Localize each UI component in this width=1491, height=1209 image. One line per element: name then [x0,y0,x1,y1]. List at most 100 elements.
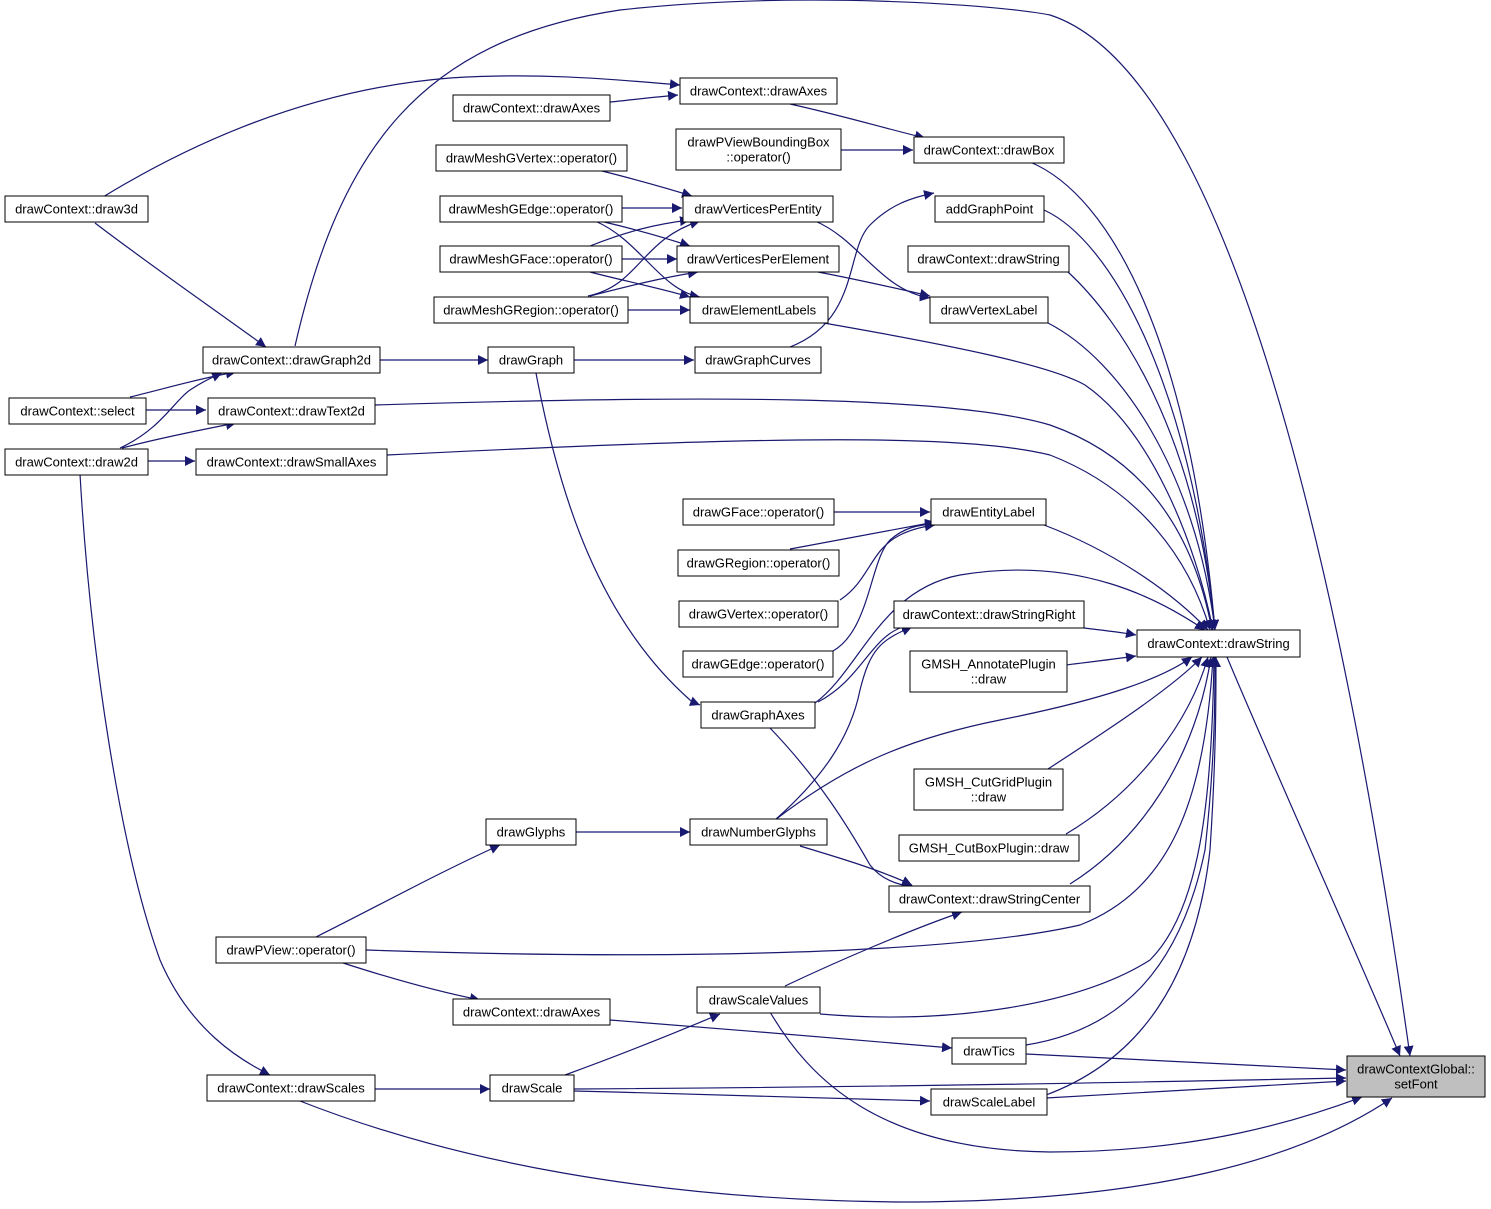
node-box[interactable]: drawContext::drawBox [913,136,1065,164]
edge-draw2d-to-drawscales [79,473,271,1076]
node-label: drawNumberGlyphs [701,825,816,840]
node-d3d[interactable]: drawContext::draw3d [4,195,149,223]
edge-drawscales-to-setfont [299,1097,1393,1203]
node-ds[interactable]: drawContext::drawString [1136,629,1301,658]
edge-cutbox-to-drawstring [1065,656,1211,835]
node-box [4,448,149,476]
node-label: addGraphPoint [946,202,1034,217]
node-label: drawContext::draw2d [15,455,138,470]
node-label: drawContext::drawGraph2d [212,353,371,368]
node-scale[interactable]: drawScale [489,1074,575,1102]
node-ann[interactable]: GMSH_AnnotatePlugin::draw [909,650,1068,693]
node-mgf[interactable]: drawMeshGFace::operator() [439,245,623,273]
node-label: drawScaleLabel [943,1095,1036,1110]
node-dsc[interactable]: drawContext::drawStringCenter [888,885,1091,913]
node-root[interactable]: drawContextGlobal::setFont [1346,1055,1486,1098]
node-cbp[interactable]: GMSH_CutBoxPlugin::draw [898,834,1080,862]
node-scales[interactable]: drawContext::drawScales [206,1074,376,1102]
node-axes1[interactable]: drawContext::drawAxes [452,94,611,122]
edge-dgv-to-entl [839,521,936,601]
node-label: drawContext::drawString [1147,636,1289,651]
node-vl[interactable]: drawVertexLabel [929,296,1049,324]
node-cgp[interactable]: GMSH_CutGridPlugin::draw [913,768,1064,811]
node-entl[interactable]: drawEntityLabel [930,498,1047,526]
edge-annotate-to-drawstring [1065,652,1137,666]
node-box [439,195,623,223]
node-gax[interactable]: drawGraphAxes [700,701,816,729]
node-label: drawContext::drawAxes [690,84,828,99]
edge-numberglyphs-to-stringcenter [799,845,913,886]
node-dgv[interactable]: drawGVertex::operator() [678,600,839,628]
node-dsr[interactable]: drawContext::drawStringRight [893,600,1085,629]
node-label: GMSH_AnnotatePlugin [921,657,1055,672]
node-mge[interactable]: drawMeshGEdge::operator() [439,195,623,223]
node-sel[interactable]: drawContext::select [8,397,147,425]
node-vpe[interactable]: drawVerticesPerEntity [682,195,834,223]
edge-tics-to-drawstring [1025,656,1220,1046]
node-label: drawGraph [499,353,563,368]
edge-axes1-to-axes3 [609,90,679,103]
node-glyphs[interactable]: drawGlyphs [485,818,577,846]
edge-entitylabel-to-drawstring [1043,524,1209,631]
node-box [893,600,1085,629]
node-box [1346,1055,1486,1098]
edge-drawstring2-to-drawstring [1067,271,1219,631]
node-box [675,128,842,171]
node-tics[interactable]: drawTics [951,1037,1027,1065]
node-dgrg[interactable]: drawGRegion::operator() [677,549,840,577]
node-box [689,296,829,324]
node-box [682,195,834,223]
node-d2d[interactable]: drawContext::draw2d [4,448,149,476]
node-label: drawGraphAxes [711,708,805,723]
node-dsa[interactable]: drawContext::drawSmallAxes [195,448,388,476]
node-box [452,998,611,1026]
edge-drawgraph-to-graphaxes [535,372,701,706]
node-dgf[interactable]: drawGFace::operator() [682,498,835,526]
edge-scalevalues-to-stringcenter [784,910,963,987]
node-mgv[interactable]: drawMeshGVertex::operator() [435,144,628,172]
edge-drawscalevalues-to-setfont [769,1011,1363,1153]
node-box [888,885,1091,913]
node-box [433,296,629,324]
node-dstr2[interactable]: drawContext::drawString [907,245,1070,273]
edge-vpe-to-vertexlabel [814,220,931,302]
node-dg2d[interactable]: drawContext::drawGraph2d [202,346,381,374]
node-sv[interactable]: drawScaleValues [696,986,821,1014]
node-label: drawScale [502,1081,563,1096]
node-label: drawGEdge::operator() [692,657,825,672]
node-vpel[interactable]: drawVerticesPerElement [676,245,840,273]
node-dt2d[interactable]: drawContext::drawText2d [207,397,376,425]
edge-vertexlabel-to-drawstring [1047,322,1219,631]
node-label: drawContext::drawStringCenter [899,892,1081,907]
node-box [689,818,828,846]
node-label: drawGFace::operator() [693,505,825,520]
node-label: drawPViewBoundingBox [687,135,830,150]
node-label: drawContext::drawAxes [463,101,601,116]
node-box [930,498,1047,526]
node-pvbb[interactable]: drawPViewBoundingBox::operator() [675,128,842,171]
node-label: GMSH_CutBoxPlugin::draw [909,841,1070,856]
node-sl[interactable]: drawScaleLabel [930,1088,1048,1116]
edge-scale-to-scalevalues [564,1013,721,1076]
node-label: drawGlyphs [497,825,566,840]
node-pview[interactable]: drawPView::operator() [215,936,367,964]
node-box [696,986,821,1014]
node-box [913,136,1065,164]
node-box [909,650,1068,693]
node-dgr[interactable]: drawGraph [487,346,575,374]
node-axes3[interactable]: drawContext::drawAxes [679,77,838,105]
node-label: drawMeshGRegion::operator() [443,303,619,318]
node-mgr[interactable]: drawMeshGRegion::operator() [433,296,629,324]
edge-scale-to-scalelabel [573,1090,931,1106]
edge-elementlabels-to-drawstring [817,321,1216,631]
node-axes2[interactable]: drawContext::drawAxes [452,998,611,1026]
edge-scalevalues-to-drawstring [819,656,1219,1018]
node-box [678,600,839,628]
edge-drawstring-to-setfont [1226,656,1401,1057]
node-el[interactable]: drawElementLabels [689,296,829,324]
node-agp[interactable]: addGraphPoint [934,195,1045,223]
node-nglyphs[interactable]: drawNumberGlyphs [689,818,828,846]
node-dgc[interactable]: drawGraphCurves [694,346,822,374]
node-dge[interactable]: drawGEdge::operator() [682,650,834,678]
